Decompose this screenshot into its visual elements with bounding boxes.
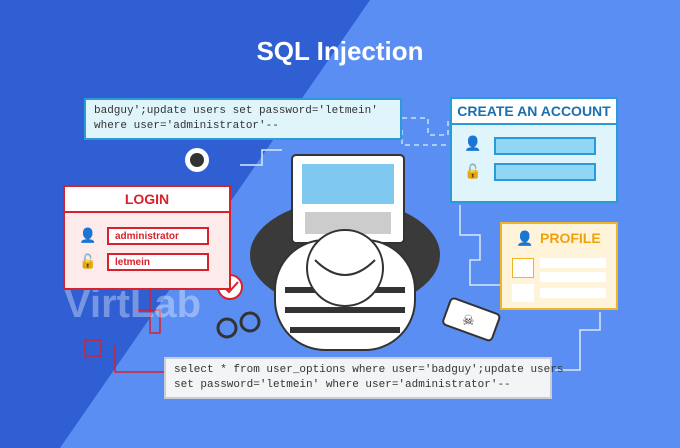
lock-icon: 🔓: [79, 253, 97, 269]
dashed-connector: [401, 117, 460, 146]
code-line: where user='administrator'--: [94, 120, 279, 132]
new-password-field[interactable]: [494, 163, 596, 181]
password-field[interactable]: letmein: [107, 253, 209, 271]
profile-line: [540, 288, 606, 298]
user-icon: 👤: [79, 227, 97, 243]
create-account-form: CREATE AN ACCOUNT 👤 🔓: [450, 97, 618, 203]
profile-card: 👤 PROFILE: [500, 222, 618, 310]
user-icon: 👤: [464, 135, 482, 151]
code-line: select * from user_options where user='b…: [174, 364, 564, 376]
profile-line: [540, 258, 606, 268]
profile-header: PROFILE: [540, 230, 601, 246]
new-username-field[interactable]: [494, 137, 596, 155]
hacker-illustration: [250, 154, 440, 351]
lock-icon: 🔓: [464, 163, 482, 179]
injection-input-box: badguy';update users set password='letme…: [84, 98, 402, 140]
connector-lines: [240, 149, 601, 371]
profile-line: [540, 272, 606, 282]
coffee-cup-icon: [185, 148, 209, 172]
resulting-query-box: select * from user_options where user='b…: [164, 357, 564, 399]
user-icon: 👤: [516, 230, 534, 246]
glasses-icon: [216, 311, 261, 339]
phone-icon: [442, 297, 501, 342]
skull-icon: ☠: [462, 312, 475, 328]
code-line: badguy';update users set password='letme…: [94, 105, 378, 117]
code-line: set password='letmein' where user='admin…: [174, 379, 511, 391]
login-header: LOGIN: [65, 187, 229, 213]
page-title: SQL Injection: [256, 36, 424, 66]
create-account-header: CREATE AN ACCOUNT: [452, 99, 616, 125]
login-form: LOGIN 👤 administrator 🔓 letmein: [63, 185, 231, 290]
username-field[interactable]: administrator: [107, 227, 209, 245]
profile-placeholder: [512, 284, 534, 302]
red-connector-lines: [84, 290, 164, 373]
profile-placeholder: [512, 258, 534, 278]
